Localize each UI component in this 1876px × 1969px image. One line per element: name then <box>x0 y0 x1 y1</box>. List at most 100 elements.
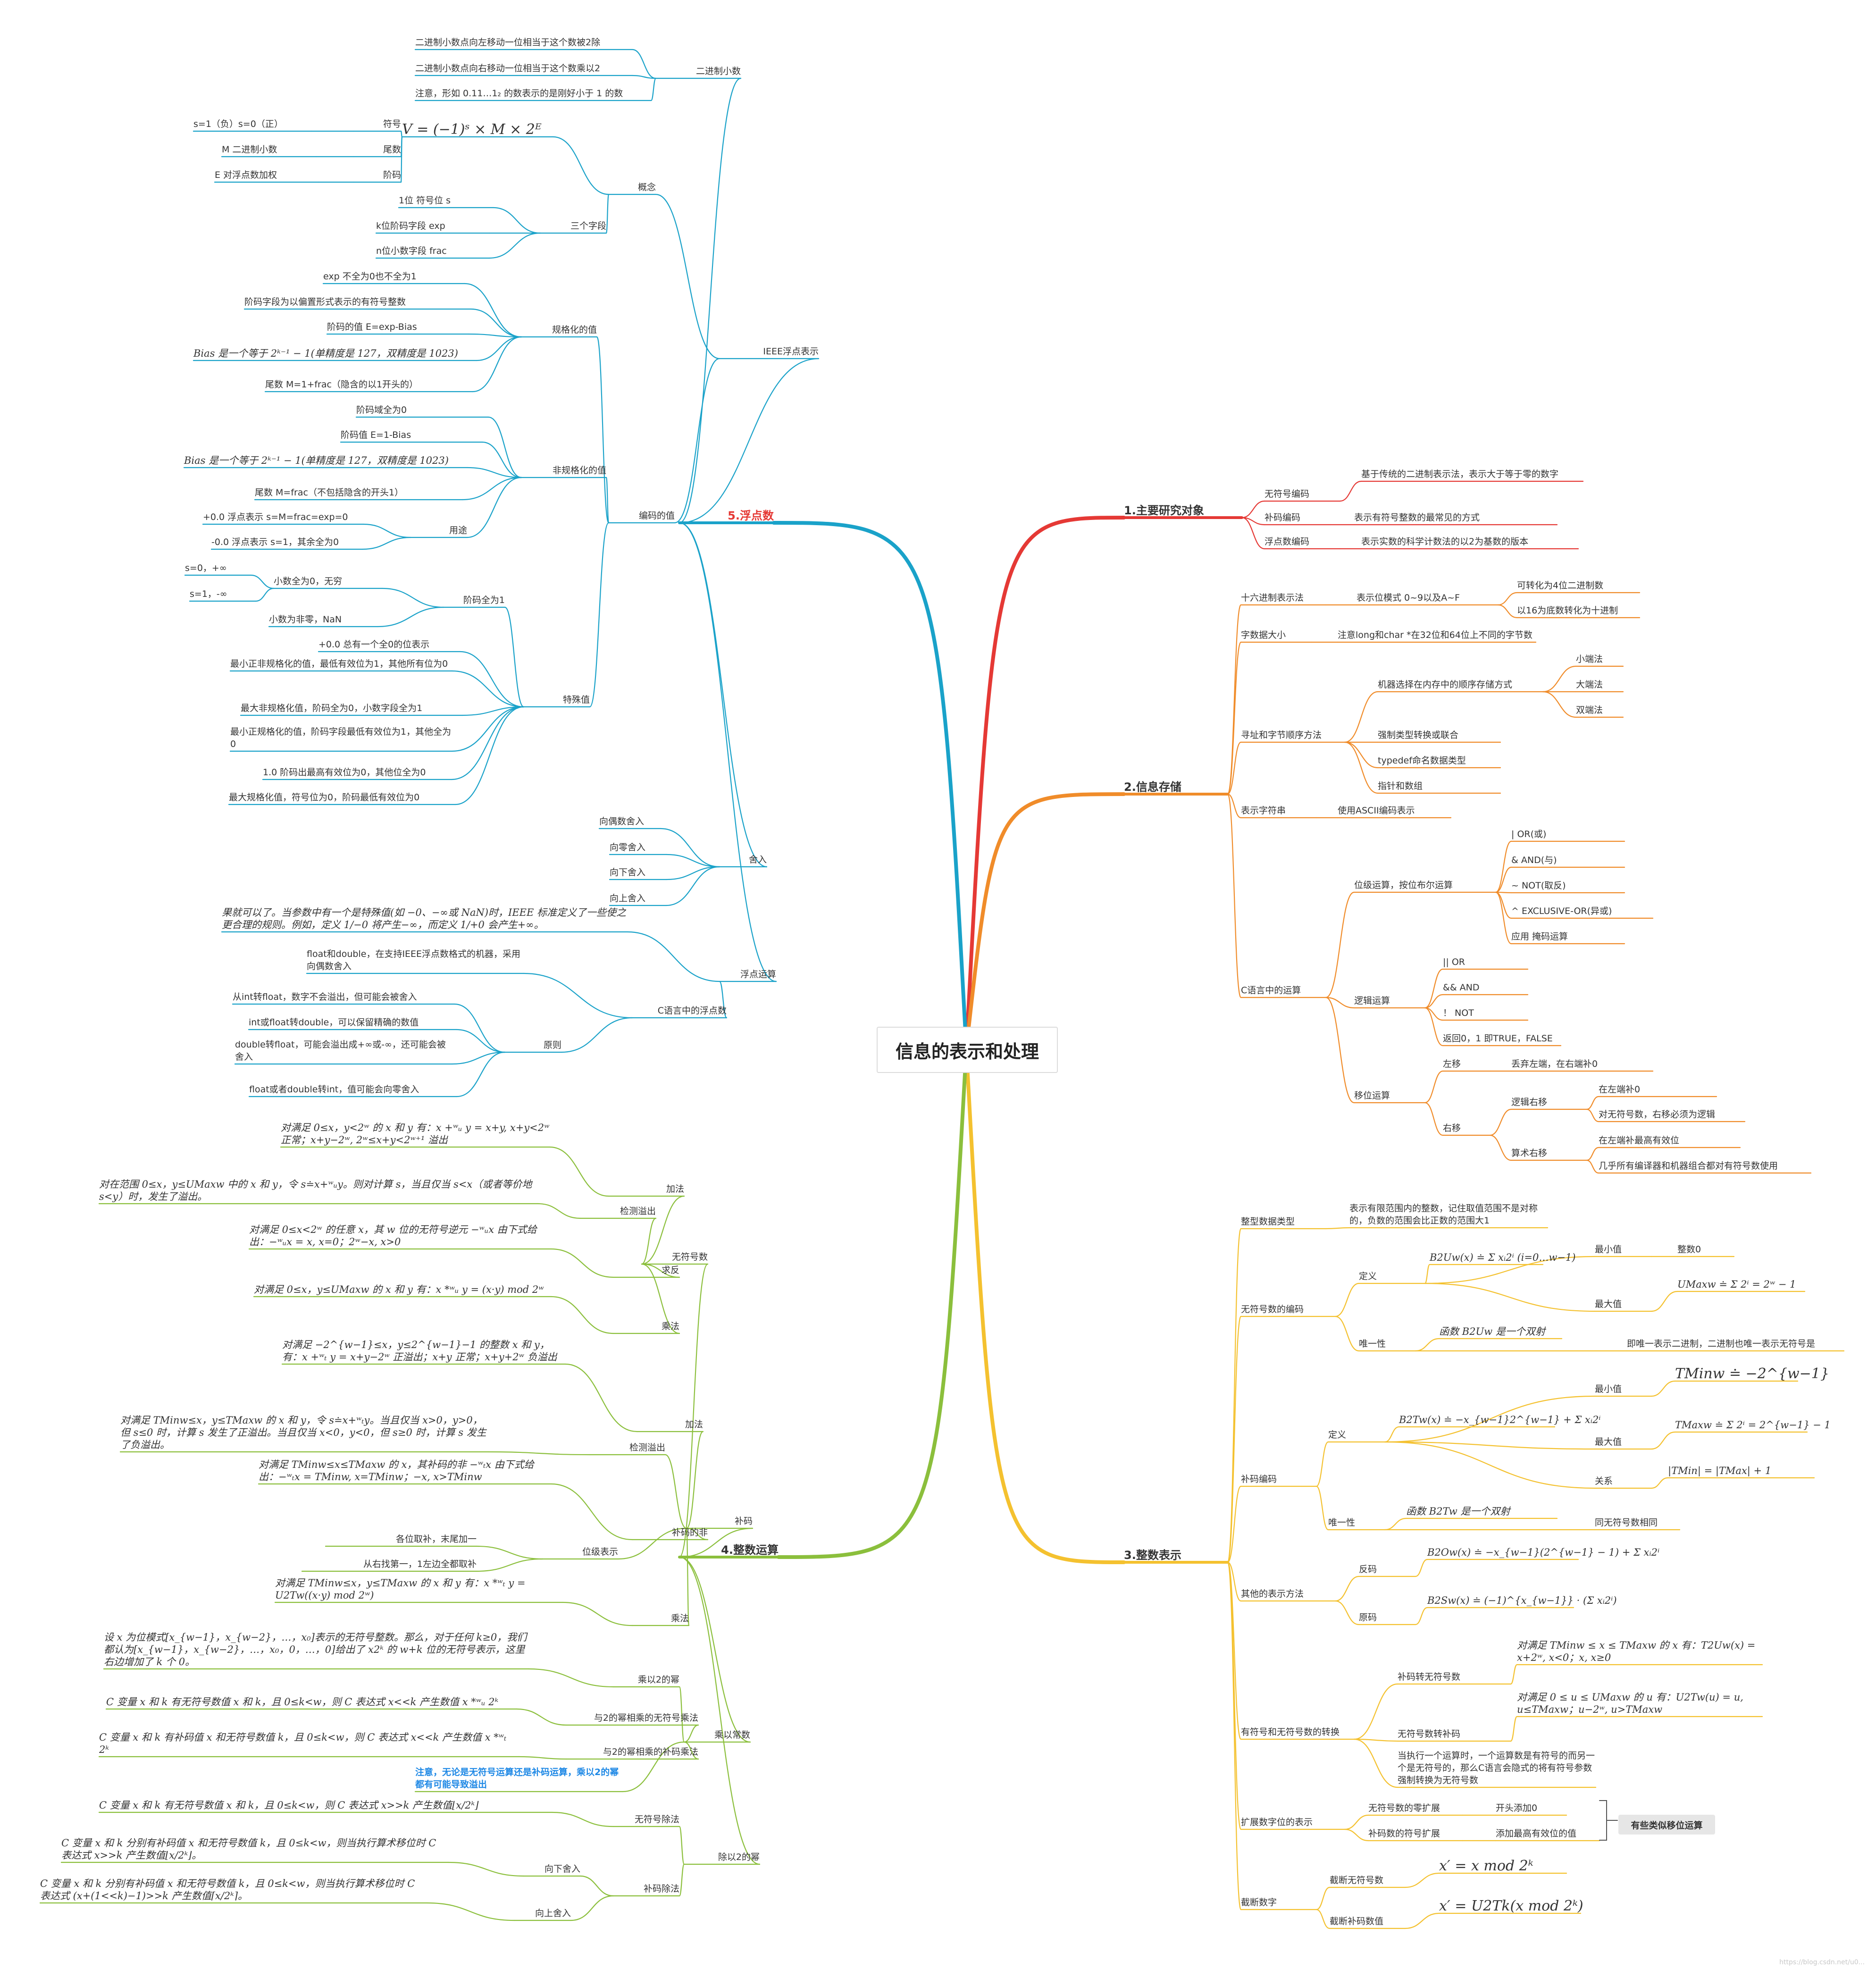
topic-node-4-1-1-0-4[interactable]: 尾数 M=1+frac（隐含的以1开头的） <box>265 379 419 390</box>
topic-node-1-4-0-4[interactable]: 应用 掩码运算 <box>1511 931 1568 942</box>
topic-node-1-4-2-0[interactable]: 左移 <box>1443 1059 1461 1069</box>
topic-node-4-1-1-2-1[interactable]: +0.0 总有一个全0的位表示 <box>318 639 430 650</box>
topic-node-3-0-0[interactable]: 加法 <box>666 1184 684 1194</box>
topic-node-4-1-0-0[interactable]: V = (−1)ˢ × M × 2ᴱ <box>402 121 542 138</box>
topic-node-1-0-0-0[interactable]: 可转化为4位二进制数 <box>1517 580 1604 591</box>
topic-node-3-0-2[interactable]: 求反 <box>661 1265 679 1275</box>
topic-node-4-3-1-1-2[interactable]: double转float，可能会溢出成+∞或-∞，还可能会被舍入 <box>235 1039 446 1062</box>
topic-node-3-0-0-0[interactable]: 对满足 0≤x，y<2ʷ 的 x 和 y 有：x +ʷᵤ y = x+y, x+… <box>281 1122 550 1146</box>
topic-node-1-3[interactable]: 表示字符串 <box>1241 805 1286 816</box>
topic-node-2-6-0[interactable]: 截断无符号数 <box>1330 1875 1384 1885</box>
topic-node-2-2-1[interactable]: 唯一性 <box>1328 1517 1356 1528</box>
topic-node-2-2-0-2[interactable]: 最大值 <box>1595 1437 1622 1447</box>
topic-node-1-1[interactable]: 字数据大小 <box>1241 630 1286 640</box>
topic-node-3-3-1-0[interactable]: 向下舍入 <box>544 1864 580 1874</box>
topic-node-4-1-0-0-0[interactable]: 符号 <box>383 119 401 129</box>
topic-node-1-0-0-1[interactable]: 以16为底数转化为十进制 <box>1517 605 1618 616</box>
topic-node-2-1-0[interactable]: 定义 <box>1359 1271 1377 1282</box>
topic-node-4-2-2[interactable]: 向下舍入 <box>610 867 646 878</box>
topic-node-1-4-0[interactable]: 位级运算，按位布尔运算 <box>1354 880 1453 890</box>
topic-node-2-2-1-0[interactable]: 函数 B2Tw 是一个双射 <box>1406 1506 1510 1517</box>
topic-node-1-2-0-0[interactable]: 小端法 <box>1576 654 1603 664</box>
topic-node-3-3-0-0[interactable]: C 变量 x 和 k 有无符号数值 x 和 k，且 0≤k<w，则 C 表达式 … <box>99 1800 479 1811</box>
topic-node-4-0-0[interactable]: 二进制小数点向左移动一位相当于这个数被2除 <box>415 37 601 48</box>
topic-node-1-4-1-1[interactable]: && AND <box>1443 982 1480 993</box>
topic-node-4-1-1-0-1[interactable]: 阶码字段为以偏置形式表示的有符号整数 <box>244 297 406 307</box>
topic-node-2-2[interactable]: 补码编码 <box>1241 1474 1277 1484</box>
topic-node-4-3-0[interactable]: 果就可以了。当参数中有一个是特殊值(如 −0、−∞或 NaN)时，IEEE 标准… <box>222 907 627 930</box>
topic-node-2-5-1[interactable]: 补码数的符号扩展 <box>1368 1828 1440 1839</box>
topic-node-2-2-0-3[interactable]: 关系 <box>1595 1476 1613 1486</box>
topic-node-4-1-0-1[interactable]: 三个字段 <box>570 221 606 231</box>
topic-node-2-1-0-1[interactable]: 最小值 <box>1595 1244 1622 1255</box>
topic-node-3-0-2-0[interactable]: 对满足 0≤x<2ʷ 的任意 x，其 w 位的无符号逆元 −ʷᵤx 由下式给出：… <box>249 1224 537 1248</box>
topic-node-2-1-0-1-0[interactable]: 整数0 <box>1677 1244 1701 1255</box>
topic-node-2-2-0-2-0[interactable]: TMaxw ≐ Σ 2ⁱ = 2^{w−1} − 1 <box>1675 1419 1831 1431</box>
topic-node-4-1-1-2-3[interactable]: 最大非规格化值，阶码全为0，小数字段全为1 <box>241 703 423 713</box>
topic-node-4-0-1[interactable]: 二进制小数点向右移动一位相当于这个数乘以2 <box>415 63 601 74</box>
topic-node-4-1-0-0-1-0[interactable]: M 二进制小数 <box>222 144 277 155</box>
topic-node-3-1-2-0[interactable]: 对满足 TMinw≤x≤TMaxw 的 x，其补码的非 −ʷₜx 由下式给出：−… <box>259 1459 534 1483</box>
topic-node-2-5-0[interactable]: 无符号数的零扩展 <box>1368 1803 1440 1813</box>
topic-node-2-3-0-0[interactable]: B2Ow(x) ≐ −x_{w−1}(2^{w−1} − 1) + Σ xᵢ2ⁱ <box>1427 1547 1660 1558</box>
topic-node-4-1-1-2[interactable]: 特殊值 <box>562 695 590 705</box>
topic-node-4-1-1-0-0[interactable]: exp 不全为0也不全为1 <box>323 271 417 282</box>
topic-node-0-2[interactable]: 浮点数编码 <box>1265 536 1310 547</box>
topic-node-1-4-2-1[interactable]: 右移 <box>1443 1123 1461 1133</box>
topic-node-4-3-1-1-3[interactable]: float或者double转int，值可能会向零舍入 <box>249 1084 419 1095</box>
topic-node-4-1-1[interactable]: 编码的值 <box>638 511 675 521</box>
topic-node-4-2-1[interactable]: 向零舍入 <box>610 842 646 853</box>
topic-node-1-4-2-1-0[interactable]: 逻辑右移 <box>1511 1097 1548 1107</box>
topic-node-3-2-0-0[interactable]: 设 x 为位模式[x_{w−1}，x_{w−2}，…，x₀]表示的无符号整数。那… <box>104 1632 527 1667</box>
topic-node-1-2-1[interactable]: 强制类型转换或联合 <box>1378 730 1459 740</box>
topic-node-4-1-1-0-2[interactable]: 阶码的值 E=exp-Bias <box>327 322 417 332</box>
topic-node-4-2-3[interactable]: 向上舍入 <box>610 893 646 904</box>
topic-node-4-1[interactable]: IEEE浮点表示 <box>763 346 819 357</box>
topic-node-4-1-0-0-1[interactable]: 尾数 <box>383 144 401 155</box>
topic-node-2-4[interactable]: 有符号和无符号数的转换 <box>1241 1727 1340 1737</box>
topic-node-2-3-1-0[interactable]: B2Sw(x) ≐ (−1)^{x_{w−1}} · (Σ xᵢ2ⁱ) <box>1427 1595 1617 1606</box>
topic-node-4-1-1-1[interactable]: 非规格化的值 <box>552 465 606 476</box>
topic-node-2-3[interactable]: 其他的表示方法 <box>1241 1589 1304 1599</box>
topic-node-0-1-0[interactable]: 表示有符号整数的最常见的方式 <box>1354 512 1480 523</box>
topic-node-3-3-1-1-0[interactable]: C 变量 x 和 k 分别有补码值 x 和无符号数值 k，且 0≤k<w，则当执… <box>40 1878 415 1902</box>
branch-topic-1[interactable]: 2.信息存储 <box>1124 780 1181 794</box>
topic-node-3-2-2[interactable]: 与2的幂相乘的补码乘法 <box>603 1747 698 1757</box>
topic-node-1-4-1[interactable]: 逻辑运算 <box>1354 996 1390 1006</box>
topic-node-4-1-1-1-0[interactable]: 阶码域全为0 <box>356 405 407 415</box>
topic-node-3-1-1-0[interactable]: 对满足 TMinw≤x，y≤TMaxw 的 x 和 y，令 s≐x+ʷₜy。当且… <box>120 1415 486 1450</box>
topic-node-4-3[interactable]: 浮点运算 <box>740 969 776 980</box>
topic-node-3-1-3-0[interactable]: 各位取补，末尾加一 <box>395 1534 477 1544</box>
branch-topic-4[interactable]: 5.浮点数 <box>728 509 774 522</box>
topic-node-4-1-1-2-0-1[interactable]: 小数为非零，NaN <box>269 614 342 625</box>
topic-node-3-3-1-1[interactable]: 向上舍入 <box>535 1908 571 1919</box>
topic-node-1-4-1-2[interactable]: ！ NOT <box>1443 1008 1474 1018</box>
topic-node-3-2-1[interactable]: 与2的幂相乘的无符号乘法 <box>594 1713 698 1723</box>
topic-node-1-2-0-2[interactable]: 双端法 <box>1576 705 1603 715</box>
topic-node-4-3-1-1-1[interactable]: int或float转double，可以保留精确的数值 <box>249 1017 419 1028</box>
topic-node-4-1-1-2-0-0[interactable]: 小数全为0，无穷 <box>274 576 343 587</box>
topic-node-1-3-0[interactable]: 使用ASCII编码表示 <box>1338 805 1415 816</box>
topic-node-4-3-1-1[interactable]: 原则 <box>543 1040 561 1050</box>
topic-node-2-1-0-2[interactable]: 最大值 <box>1595 1299 1622 1309</box>
topic-node-1-4-2[interactable]: 移位运算 <box>1354 1090 1390 1101</box>
topic-node-4-1-1-0[interactable]: 规格化的值 <box>552 325 597 335</box>
topic-node-2-1[interactable]: 无符号数的编码 <box>1241 1304 1304 1315</box>
topic-node-3-2-3[interactable]: 注意，无论是无符号运算还是补码运算，乘以2的幂都有可能导致溢出 <box>415 1767 619 1790</box>
topic-node-2-3-0[interactable]: 反码 <box>1359 1564 1377 1575</box>
topic-node-1-4-2-1-1-0[interactable]: 在左端补最高有效位 <box>1599 1135 1680 1146</box>
topic-node-4-2[interactable]: 舍入 <box>748 855 767 865</box>
topic-node-2-3-1[interactable]: 原码 <box>1359 1612 1377 1623</box>
topic-node-1-4-0-0[interactable]: | OR(或) <box>1511 829 1547 839</box>
topic-node-2-1-1-1[interactable]: 即唯一表示二进制，二进制也唯一表示无符号是 <box>1627 1339 1816 1349</box>
topic-node-4-3-1[interactable]: C语言中的浮点数 <box>657 1005 727 1016</box>
topic-node-3-3-1[interactable]: 补码除法 <box>643 1884 679 1894</box>
topic-node-3-1-4[interactable]: 乘法 <box>670 1613 689 1624</box>
topic-node-3-3-1-0-0[interactable]: C 变量 x 和 k 分别有补码值 x 和无符号数值 k，且 0≤k<w，则当执… <box>61 1837 436 1861</box>
topic-node-1-4-2-1-1-1[interactable]: 几乎所有编译器和机器组合都对有符号数使用 <box>1599 1161 1778 1171</box>
topic-node-2-2-0-3-0[interactable]: |TMin| = |TMax| + 1 <box>1668 1465 1772 1476</box>
topic-node-0-0-0[interactable]: 基于传统的二进制表示法，表示大于等于零的数字 <box>1361 469 1559 479</box>
central-topic[interactable]: 信息的表示和处理 <box>877 1027 1058 1073</box>
topic-node-4-1-0-0-2-0[interactable]: E 对浮点数加权 <box>215 170 277 180</box>
topic-node-1-2-0[interactable]: 机器选择在内存中的顺序存储方式 <box>1378 679 1513 690</box>
